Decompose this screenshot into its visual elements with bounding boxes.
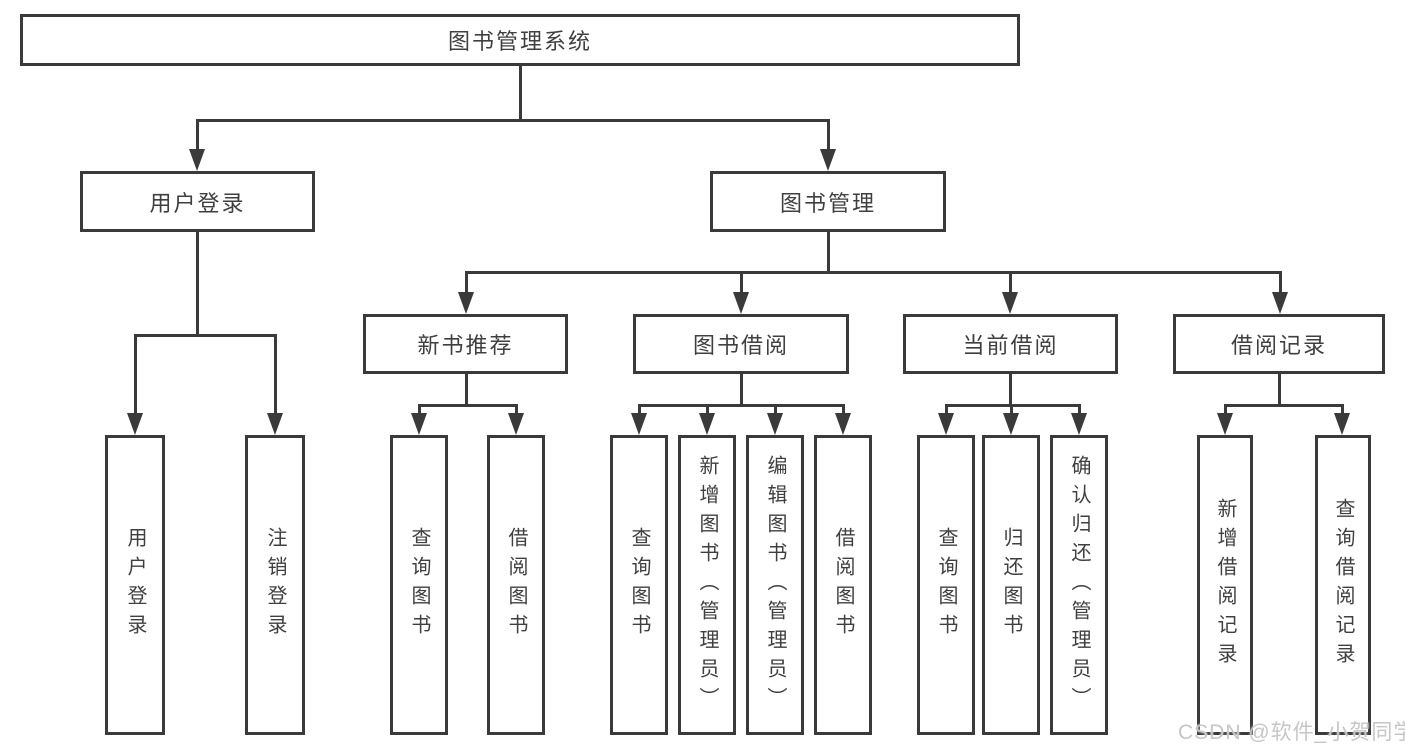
- connector-line: [637, 403, 845, 407]
- connector-line: [1223, 403, 1344, 407]
- connector-line: [1277, 374, 1281, 406]
- connector-line: [826, 120, 830, 153]
- connector-line: [773, 405, 777, 417]
- node-leaf-confirm-return-admin: 确认归还（管理员）: [1050, 435, 1108, 735]
- arrow-down-icon: [1334, 413, 1350, 435]
- arrow-down-icon: [631, 413, 647, 435]
- node-leaf-borrow-books-recommend-label: 借阅图书: [505, 527, 527, 643]
- arrow-down-icon: [835, 413, 851, 435]
- node-leaf-edit-books-admin-label: 编辑图书（管理员）: [764, 454, 786, 716]
- node-leaf-query-books-current: 查询图书: [917, 435, 975, 735]
- node-leaf-borrow-books-borrowing-label: 借阅图书: [832, 527, 854, 643]
- connector-line: [1008, 374, 1012, 406]
- connector-line: [417, 405, 421, 417]
- arrow-down-icon: [1002, 292, 1018, 314]
- node-leaf-query-books-recommend-label: 查询图书: [408, 527, 430, 643]
- connector-line: [273, 335, 277, 417]
- node-leaf-logout: 注销登录: [245, 435, 305, 735]
- node-book-borrowing: 图书借阅: [633, 314, 849, 374]
- node-leaf-borrow-books-recommend: 借阅图书: [487, 435, 545, 735]
- connector-line: [1223, 405, 1227, 417]
- node-leaf-borrow-books-borrowing: 借阅图书: [814, 435, 872, 735]
- connector-line: [826, 232, 830, 273]
- connector-line: [1077, 405, 1081, 417]
- arrow-down-icon: [508, 413, 524, 435]
- connector-line: [133, 335, 137, 417]
- node-leaf-edit-books-admin: 编辑图书（管理员）: [746, 435, 804, 735]
- arrow-down-icon: [733, 292, 749, 314]
- connector-line: [944, 403, 1081, 407]
- node-leaf-return-books: 归还图书: [982, 435, 1040, 735]
- node-book-borrowing-label: 图书借阅: [692, 333, 789, 358]
- node-leaf-add-borrow-record: 新增借阅记录: [1197, 435, 1253, 735]
- node-user-login-label: 用户登录: [149, 190, 246, 216]
- arrow-down-icon: [1003, 413, 1019, 435]
- node-book-management: 图书管理: [710, 171, 946, 232]
- arrow-down-icon: [458, 292, 474, 314]
- node-leaf-user-login: 用户登录: [105, 435, 165, 735]
- node-new-book-recommendation-label: 新书推荐: [417, 333, 514, 358]
- node-book-management-label: 图书管理: [779, 190, 876, 216]
- arrow-down-icon: [820, 149, 836, 171]
- arrow-down-icon: [1071, 413, 1087, 435]
- connector-line: [464, 272, 468, 296]
- arrow-down-icon: [189, 149, 205, 171]
- connector-line: [133, 333, 277, 337]
- node-borrowing-records: 借阅记录: [1173, 314, 1385, 374]
- connector-line: [1008, 272, 1012, 296]
- connector-line: [739, 272, 743, 296]
- node-borrowing-records-label: 借阅记录: [1230, 333, 1327, 358]
- node-book-management-system-label: 图书管理系统: [447, 29, 592, 54]
- node-user-login: 用户登录: [80, 171, 315, 232]
- connector-line: [705, 405, 709, 417]
- node-book-management-system: 图书管理系统: [20, 14, 1020, 66]
- node-leaf-query-books-borrowing-label: 查询图书: [628, 527, 650, 643]
- node-leaf-logout-label: 注销登录: [264, 527, 286, 643]
- arrow-down-icon: [1272, 292, 1288, 314]
- connector-line: [195, 118, 830, 122]
- watermark: CSDN @软件_小贺同学: [1178, 721, 1405, 744]
- node-new-book-recommendation: 新书推荐: [363, 314, 568, 374]
- connector-line: [637, 405, 641, 417]
- node-leaf-user-login-label: 用户登录: [124, 527, 146, 643]
- node-current-borrowing: 当前借阅: [903, 314, 1118, 374]
- connector-line: [514, 405, 518, 417]
- node-leaf-add-books-admin: 新增图书（管理员）: [678, 435, 736, 735]
- arrow-down-icon: [127, 413, 143, 435]
- connector-line: [739, 374, 743, 406]
- arrow-down-icon: [1217, 413, 1233, 435]
- node-leaf-confirm-return-admin-label: 确认归还（管理员）: [1068, 454, 1090, 716]
- arrow-down-icon: [411, 413, 427, 435]
- arrow-down-icon: [699, 413, 715, 435]
- arrow-down-icon: [938, 413, 954, 435]
- connector-line: [464, 270, 1282, 274]
- connector-line: [195, 120, 199, 153]
- node-leaf-query-books-current-label: 查询图书: [935, 527, 957, 643]
- connector-line: [195, 232, 199, 336]
- node-leaf-query-books-recommend: 查询图书: [390, 435, 448, 735]
- arrow-down-icon: [267, 413, 283, 435]
- connector-line: [944, 405, 948, 417]
- connector-line: [841, 405, 845, 417]
- node-leaf-query-borrow-record-label: 查询借阅记录: [1332, 498, 1354, 672]
- node-leaf-add-borrow-record-label: 新增借阅记录: [1214, 498, 1236, 672]
- connector-line: [464, 374, 468, 406]
- connector-line: [518, 66, 522, 121]
- connector-line: [1009, 405, 1013, 417]
- node-leaf-add-books-admin-label: 新增图书（管理员）: [696, 454, 718, 716]
- connector-line: [1340, 405, 1344, 417]
- node-leaf-query-borrow-record: 查询借阅记录: [1315, 435, 1371, 735]
- node-leaf-query-books-borrowing: 查询图书: [610, 435, 668, 735]
- node-leaf-return-books-label: 归还图书: [1000, 527, 1022, 643]
- node-current-borrowing-label: 当前借阅: [962, 333, 1059, 358]
- arrow-down-icon: [767, 413, 783, 435]
- connector-line: [1278, 272, 1282, 296]
- connector-line: [417, 403, 518, 407]
